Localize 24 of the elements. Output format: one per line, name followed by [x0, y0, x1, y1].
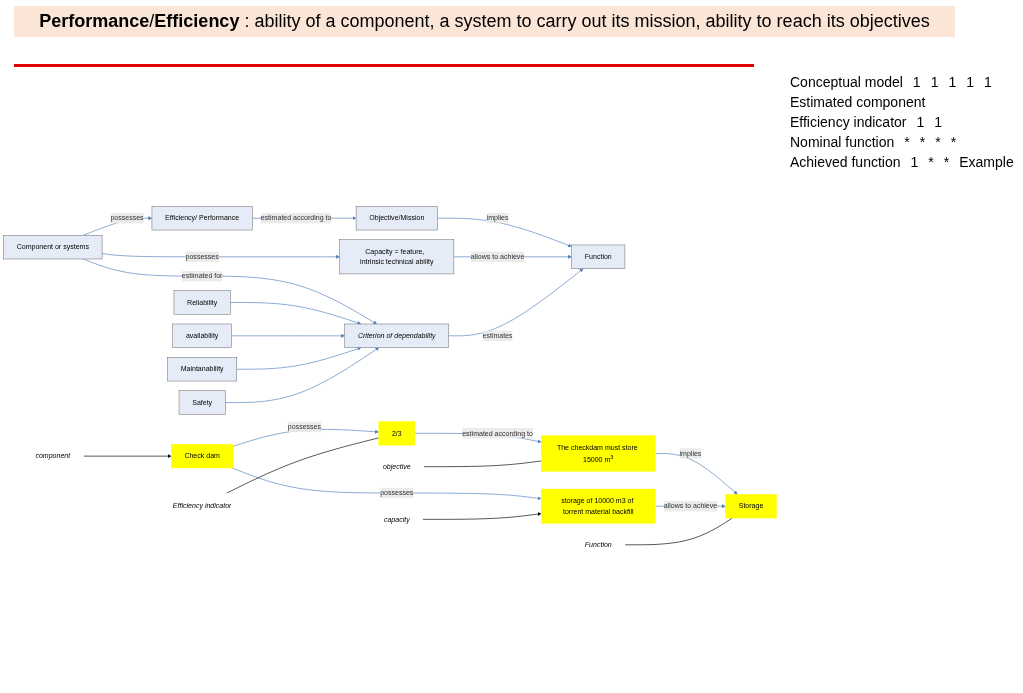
annotation-label: *	[935, 134, 941, 150]
annotation-label: 1	[910, 154, 919, 170]
annotation-label: *	[928, 154, 934, 170]
annotation-label: Efficiency indicator	[790, 114, 907, 130]
annotation-label: *	[943, 154, 950, 170]
connector	[624, 517, 733, 546]
annotation-label: 1	[934, 114, 943, 130]
annotation-label: Nominal function	[790, 134, 895, 150]
annotation-label: Example	[959, 154, 1014, 170]
annotation-label: Conceptual model	[790, 74, 903, 90]
annotation-label: Estimated component	[790, 94, 926, 110]
annotation-label: 1	[948, 74, 957, 90]
connector	[423, 460, 542, 467]
annotation-label: *	[904, 134, 910, 150]
annotation-label: 1	[912, 74, 921, 90]
annotation-label: 1	[916, 114, 925, 130]
annotation-label: Achieved function	[790, 154, 901, 170]
annotation-label: 1	[984, 74, 992, 90]
annotation-label: 1	[930, 74, 939, 90]
connector	[225, 437, 380, 494]
annotation-label: *	[919, 134, 926, 150]
annotation-label: 1	[966, 74, 975, 90]
title: Performance/Efficiency : ability of a component, a system to carry out its mission, ability to reach its objectives	[14, 6, 955, 38]
annotation-label: *	[950, 134, 957, 150]
